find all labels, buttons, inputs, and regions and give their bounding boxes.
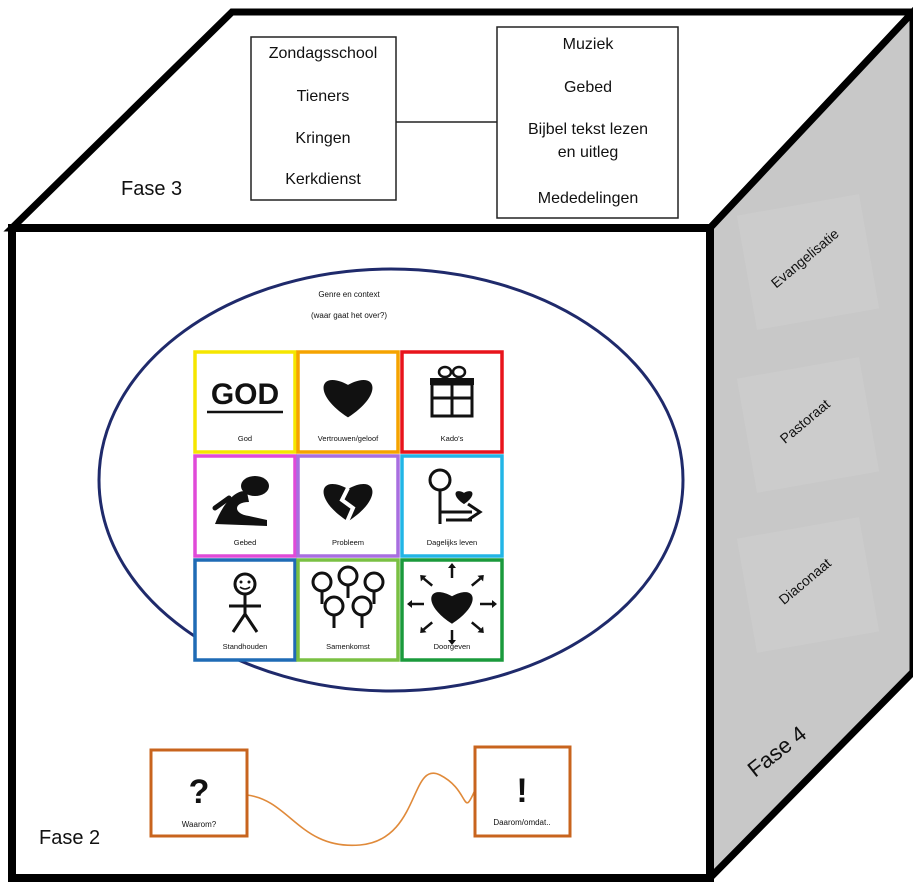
side-item-panel xyxy=(736,194,880,330)
question-label: Waarom? xyxy=(182,820,217,829)
svg-text:GOD: GOD xyxy=(211,378,279,411)
question-box xyxy=(149,748,249,838)
top-right-item: Muziek xyxy=(563,36,615,53)
tile-label: Vertrouwen/geloof xyxy=(318,434,379,443)
top-left-item: Kerkdienst xyxy=(285,171,361,188)
god-text-icon: GOD xyxy=(207,378,283,414)
tile-doorgeven: Doorgeven xyxy=(400,558,504,662)
tile-border xyxy=(193,350,297,454)
tile-vertrouwen-geloof: Vertrouwen/geloof xyxy=(296,350,400,454)
genre-context-circle xyxy=(97,267,685,693)
tile-label: Samenkomst xyxy=(326,642,371,651)
side-item-panel xyxy=(736,517,880,653)
answer-box xyxy=(473,745,572,838)
heart-icon xyxy=(323,380,373,418)
tile-label: Doorgeven xyxy=(434,642,471,651)
question-symbol: ? xyxy=(189,773,210,811)
tile-dagelijks-leven: Dagelijks leven xyxy=(400,454,504,558)
side-item-panel xyxy=(736,357,880,493)
top-right-item: Gebed xyxy=(564,79,612,96)
tile-standhouden: Standhouden xyxy=(193,558,297,662)
answer-label: Daarom/omdat.. xyxy=(493,818,550,827)
tile-label: Kado's xyxy=(441,434,464,443)
answer-symbol: ! xyxy=(516,772,527,810)
top-right-item: Bijbel tekst lezen xyxy=(528,121,648,138)
tile-gebed: Gebed xyxy=(193,454,297,558)
tile-god: GOD God xyxy=(193,350,297,454)
top-right-box xyxy=(496,26,679,219)
group-people-icon xyxy=(311,565,385,628)
broken-heart-icon xyxy=(323,484,373,525)
top-left-box xyxy=(250,36,397,201)
stick-figure-icon xyxy=(229,572,261,633)
top-right-item: en uitleg xyxy=(558,144,619,161)
kneeling-person-icon xyxy=(212,476,269,526)
tile-label: Probleem xyxy=(332,538,364,547)
tile-label: Dagelijks leven xyxy=(427,538,477,547)
top-left-item: Tieners xyxy=(297,88,350,105)
top-right-item: Mededelingen xyxy=(538,190,639,207)
person-heart-arrow-icon xyxy=(428,468,483,524)
top-left-item: Kringen xyxy=(295,130,350,147)
heart-radiating-arrows-icon xyxy=(407,563,497,645)
tile-probleem: Probleem xyxy=(296,454,400,558)
tile-label: God xyxy=(238,434,252,443)
tile-border xyxy=(400,454,504,558)
gift-icon xyxy=(430,365,474,418)
tile-samenkomst: Samenkomst xyxy=(296,558,400,662)
circle-subtitle: (waar gaat het over?) xyxy=(311,311,387,320)
top-left-item: Zondagsschool xyxy=(269,45,378,62)
phase-3-label: Fase 3 xyxy=(121,178,182,200)
tile-label: Standhouden xyxy=(223,642,268,651)
tile-label: Gebed xyxy=(234,538,257,547)
circle-title: Genre en context xyxy=(318,290,380,299)
tile-border xyxy=(193,454,297,558)
phase-2-label: Fase 2 xyxy=(39,827,100,849)
question-answer-connector xyxy=(246,772,476,847)
tile-kado-s: Kado's xyxy=(400,350,504,454)
